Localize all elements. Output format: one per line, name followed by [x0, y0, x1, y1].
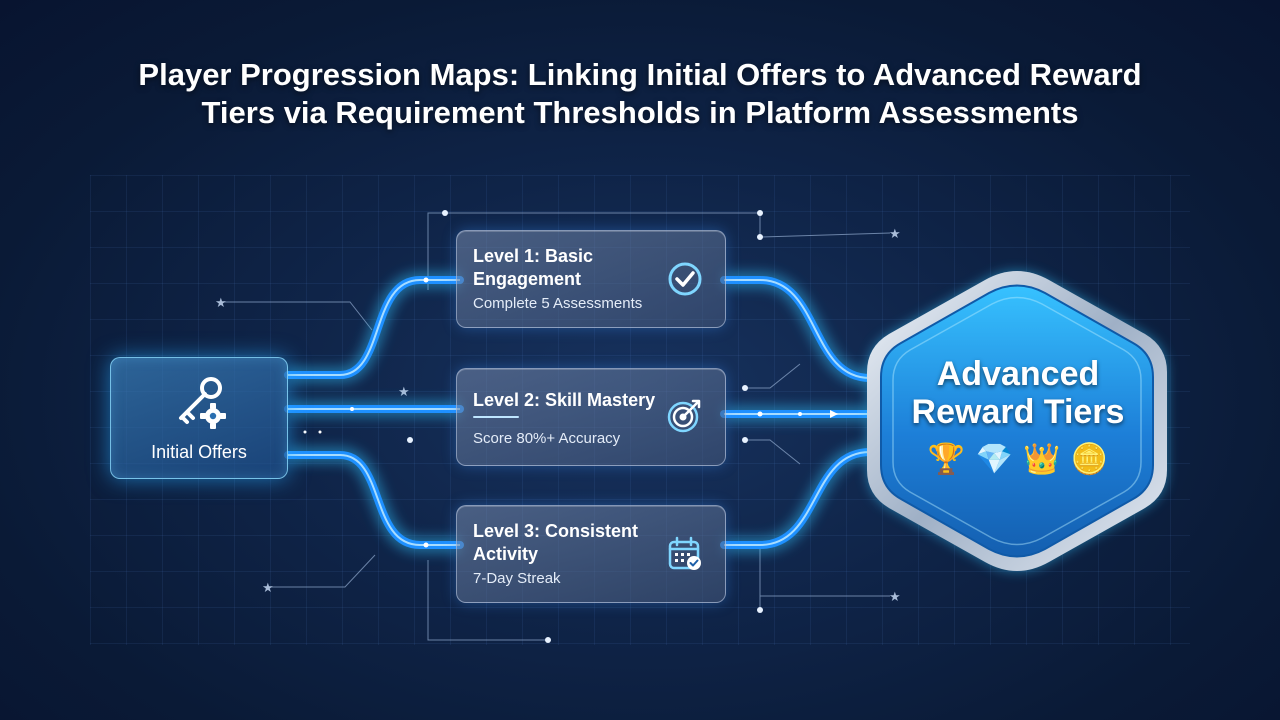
svg-text:★: ★: [398, 385, 410, 400]
level-2-title: Level 2: Skill Mastery: [473, 390, 656, 410]
svg-text:★: ★: [215, 296, 227, 311]
level-3-node[interactable]: Level 3: Consistent Activity 7-Day Strea…: [456, 505, 726, 603]
initial-offers-label: Initial Offers: [151, 442, 247, 462]
level-1-title: Level 1: Basic Engagement: [473, 246, 594, 289]
diamond-icon: 💎: [975, 443, 1013, 476]
reward-title-line-1: Advanced: [936, 355, 1100, 393]
reward-icons: 🏆 💎 👑 🪙: [880, 440, 1156, 480]
level-1-node[interactable]: Level 1: Basic Engagement Complete 5 Ass…: [456, 230, 726, 328]
svg-text:★: ★: [889, 227, 901, 242]
check-circle-icon: [668, 262, 702, 296]
circuit-lines: [222, 212, 891, 641]
reward-title: Advanced Reward Tiers: [880, 355, 1156, 431]
level-3-title: Level 3: Consistent Activity: [473, 521, 639, 564]
target-icon: [667, 399, 701, 433]
title-line-1: Player Progression Maps: Linking Initial…: [138, 57, 1142, 92]
reward-hexagon-fill: [880, 284, 1154, 558]
calendar-check-icon: [668, 536, 701, 570]
level-1-requirement: Complete 5 Assessments: [473, 295, 643, 312]
flow-particles: [303, 277, 838, 548]
reward-hexagon[interactable]: [867, 271, 1167, 571]
page-title: Player Progression Maps: Linking Initial…: [60, 56, 1220, 132]
svg-text:★: ★: [889, 590, 901, 605]
crown-icon: 👑: [1023, 443, 1061, 476]
flow-start-to-level-3: [284, 451, 464, 549]
flow-line-core: [288, 279, 871, 546]
circuit-nodes: [407, 210, 763, 643]
sparkle-stars: ★ ★ ★ ★ ★: [215, 227, 901, 605]
title-line-2: Tiers via Requirement Thresholds in Plat…: [201, 95, 1079, 130]
level-2-underline: [473, 416, 519, 418]
initial-offers-node[interactable]: Initial Offers: [110, 357, 288, 479]
flow-start-to-level-1: [284, 276, 464, 379]
svg-text:★: ★: [262, 581, 274, 596]
level-2-requirement: Score 80%+ Accuracy: [473, 430, 621, 447]
trophy-icon: 🏆: [927, 443, 966, 476]
level-2-node[interactable]: Level 2: Skill Mastery Score 80%+ Accura…: [456, 368, 726, 466]
key-gear-icon: [179, 377, 226, 429]
coins-icon: 🪙: [1070, 443, 1109, 476]
level-3-requirement: 7-Day Streak: [473, 570, 561, 587]
reward-title-line-2: Reward Tiers: [911, 393, 1125, 431]
